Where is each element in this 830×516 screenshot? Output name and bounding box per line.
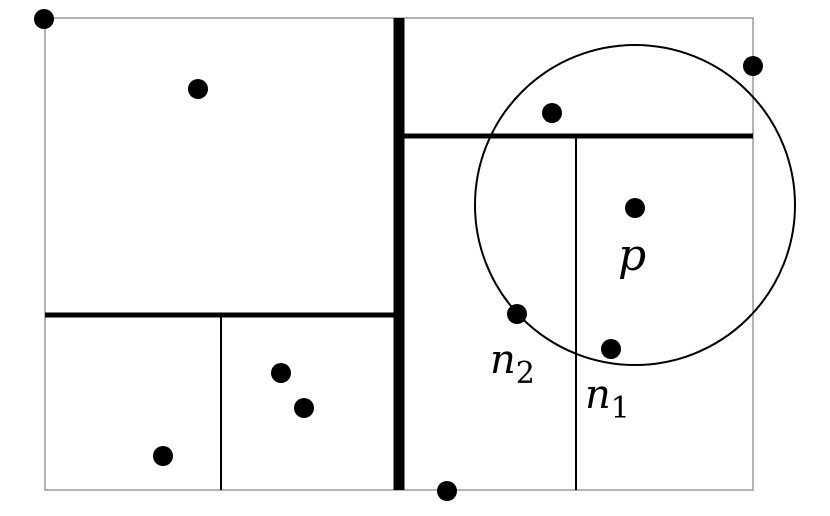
query-circle <box>474 44 796 366</box>
point <box>271 363 291 383</box>
point <box>153 446 173 466</box>
point <box>294 398 314 418</box>
label-n2-main: n <box>490 337 516 383</box>
label-n2-sub: 2 <box>516 356 535 391</box>
query-point-p <box>625 198 645 218</box>
label-n2: n2 <box>490 337 535 391</box>
point <box>188 79 208 99</box>
point <box>34 9 54 29</box>
label-p-main: p <box>618 230 646 281</box>
point-n1 <box>601 339 621 359</box>
point-n2 <box>507 304 527 324</box>
point <box>542 103 562 123</box>
point <box>437 481 457 501</box>
label-n1-sub: 1 <box>611 391 630 426</box>
label-p: p <box>618 230 646 281</box>
point <box>743 56 763 76</box>
label-n1: n1 <box>585 372 630 426</box>
label-n1-main: n <box>585 372 611 418</box>
